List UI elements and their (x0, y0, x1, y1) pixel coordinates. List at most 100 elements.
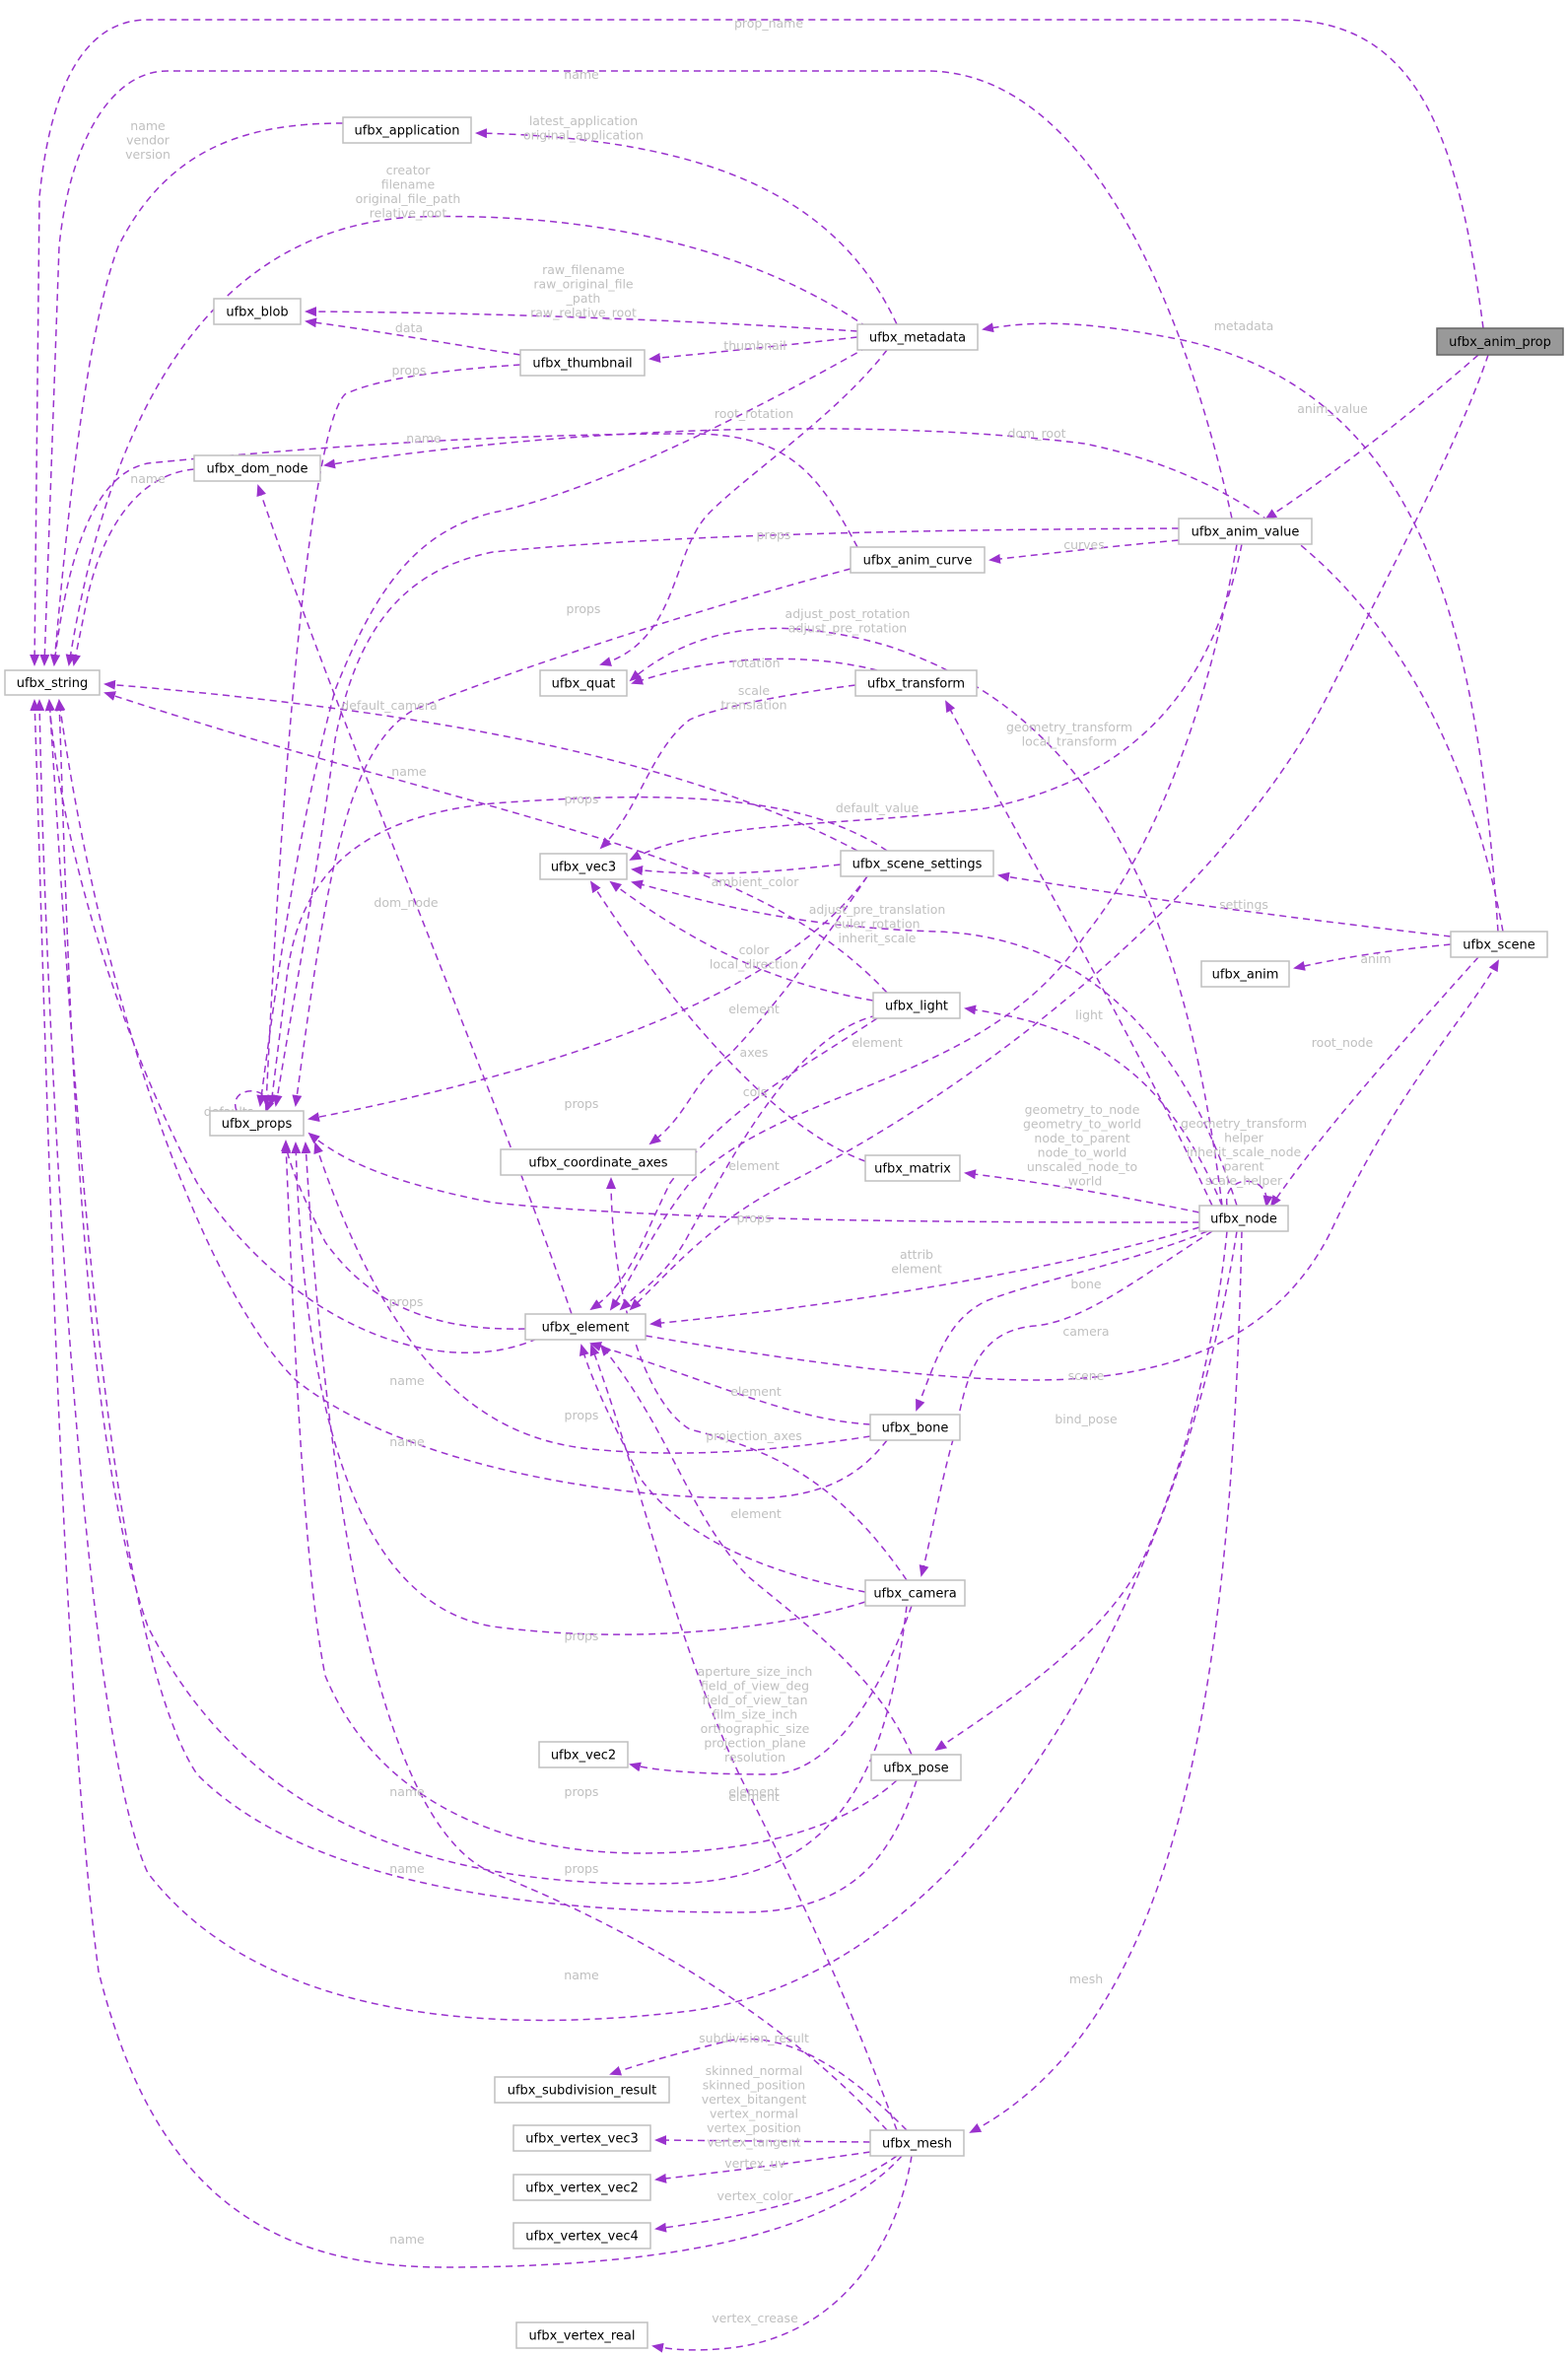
node-box[interactable] (524, 1313, 647, 1341)
edge-thumbnail-to-blob (305, 317, 521, 356)
node-subdivision-result[interactable]: ufbx_subdivision_result (494, 2076, 670, 2104)
node-box[interactable] (538, 1741, 629, 1768)
edge-anim_prop-to-element (629, 354, 1489, 1311)
edge-node-to-vec3 (631, 879, 1238, 1207)
node-element[interactable]: ufbx_element (524, 1313, 647, 1341)
edge-anim_value-to-string (39, 70, 1233, 666)
edge-label: metadata (1214, 318, 1274, 333)
node-box[interactable] (872, 992, 961, 1019)
node-box[interactable] (854, 669, 978, 697)
node-vertex-vec4[interactable]: ufbx_vertex_vec4 (512, 2222, 651, 2250)
node-matrix[interactable]: ufbx_matrix (864, 1154, 961, 1182)
node-anim-prop[interactable]: ufbx_anim_prop (1436, 327, 1564, 356)
node-box[interactable] (512, 2222, 651, 2250)
node-pose[interactable]: ufbx_pose (870, 1754, 962, 1781)
edge-label: ambient_color (712, 874, 800, 889)
edge-metadata-to-blob (305, 307, 858, 332)
node-label: ufbx_anim (1212, 968, 1279, 983)
node-anim-value[interactable]: ufbx_anim_value (1178, 518, 1313, 545)
edge-scene-to-metadata (982, 322, 1499, 933)
node-box[interactable] (515, 2321, 648, 2349)
node-box[interactable] (864, 1579, 966, 1607)
node-box[interactable] (856, 323, 979, 351)
node-box[interactable] (1436, 327, 1564, 356)
edge-label: name (389, 2232, 425, 2247)
edge-camera-to-props (291, 1142, 866, 1635)
node-label: ufbx_node (1210, 1212, 1277, 1227)
node-box[interactable] (342, 116, 472, 144)
edge-label: name (389, 1784, 425, 1799)
node-label: ufbx_vec2 (551, 1749, 616, 1764)
edge-node-to-node (1226, 1180, 1273, 1208)
edge-label: name (130, 471, 166, 486)
node-anim[interactable]: ufbx_anim (1200, 960, 1290, 988)
node-coordinate-axes[interactable]: ufbx_coordinate_axes (500, 1148, 697, 1176)
edge-label: dom_root (1007, 426, 1065, 441)
node-mesh[interactable]: ufbx_mesh (869, 2129, 965, 2157)
edge-element-to-string (44, 699, 538, 1354)
edge-label: scene (1068, 1368, 1105, 1383)
edge-anim_value-to-anim_curve (989, 539, 1180, 564)
node-blob[interactable]: ufbx_blob (213, 298, 302, 325)
node-box[interactable] (519, 349, 646, 377)
node-transform[interactable]: ufbx_transform (854, 669, 978, 697)
edge-label: props (757, 527, 791, 542)
node-metadata[interactable]: ufbx_metadata (856, 323, 979, 351)
edge-label: props (565, 1784, 599, 1799)
node-scene[interactable]: ufbx_scene (1450, 931, 1548, 958)
node-box[interactable] (539, 669, 628, 697)
node-quat[interactable]: ufbx_quat (539, 669, 628, 697)
node-application[interactable]: ufbx_application (342, 116, 472, 144)
node-box[interactable] (870, 1754, 962, 1781)
node-vec2[interactable]: ufbx_vec2 (538, 1741, 629, 1768)
node-label: ufbx_matrix (874, 1162, 951, 1177)
node-vertex-vec3[interactable]: ufbx_vertex_vec3 (512, 2124, 651, 2152)
node-vertex-real[interactable]: ufbx_vertex_real (515, 2321, 648, 2349)
node-label: ufbx_metadata (869, 331, 966, 346)
node-props[interactable]: ufbx_props (209, 1110, 305, 1137)
node-label: ufbx_pose (883, 1762, 948, 1776)
node-box[interactable] (539, 853, 628, 880)
node-box[interactable] (213, 298, 302, 325)
node-thumbnail[interactable]: ufbx_thumbnail (519, 349, 646, 377)
node-box[interactable] (4, 669, 101, 696)
node-box[interactable] (1450, 931, 1548, 958)
edge-node-to-light (964, 1004, 1223, 1207)
edge-node-to-string (34, 699, 1238, 2022)
edge-label: props (565, 792, 599, 806)
node-box[interactable] (1198, 1205, 1289, 1232)
node-box[interactable] (494, 2076, 670, 2104)
edge-transform-to-vec3 (599, 684, 856, 850)
node-box[interactable] (500, 1148, 697, 1176)
node-box[interactable] (864, 1154, 961, 1182)
node-bone[interactable]: ufbx_bone (869, 1414, 961, 1441)
node-camera[interactable]: ufbx_camera (864, 1579, 966, 1607)
node-box[interactable] (193, 454, 321, 482)
node-light[interactable]: ufbx_light (872, 992, 961, 1019)
node-dom-node[interactable]: ufbx_dom_node (193, 454, 321, 482)
node-box[interactable] (512, 2124, 651, 2152)
node-box[interactable] (1178, 518, 1313, 545)
node-node[interactable]: ufbx_node (1198, 1205, 1289, 1232)
node-anim-curve[interactable]: ufbx_anim_curve (850, 546, 986, 574)
node-vec3[interactable]: ufbx_vec3 (539, 853, 628, 880)
edge-thumbnail-to-props (261, 364, 521, 1107)
node-box[interactable] (512, 2174, 651, 2201)
node-string[interactable]: ufbx_string (4, 669, 101, 696)
node-box[interactable] (209, 1110, 305, 1137)
node-box[interactable] (850, 546, 986, 574)
node-box[interactable] (869, 2129, 965, 2157)
node-box[interactable] (840, 850, 994, 877)
edge-mesh-to-vertex_real (651, 2155, 913, 2353)
node-label: ufbx_anim_value (1192, 525, 1300, 540)
edge-label: root_node (1312, 1035, 1374, 1050)
edge-label: curves (1063, 537, 1105, 552)
nodes-layer: ufbx_anim_prop ufbx_application ufbx_blobu… (4, 116, 1564, 2349)
node-scene-settings[interactable]: ufbx_scene_settings (840, 850, 994, 877)
node-label: ufbx_vertex_vec4 (525, 2230, 638, 2245)
node-box[interactable] (1200, 960, 1290, 988)
edge-label: thumbnail (723, 338, 785, 353)
node-box[interactable] (869, 1414, 961, 1441)
node-vertex-vec2[interactable]: ufbx_vertex_vec2 (512, 2174, 651, 2201)
